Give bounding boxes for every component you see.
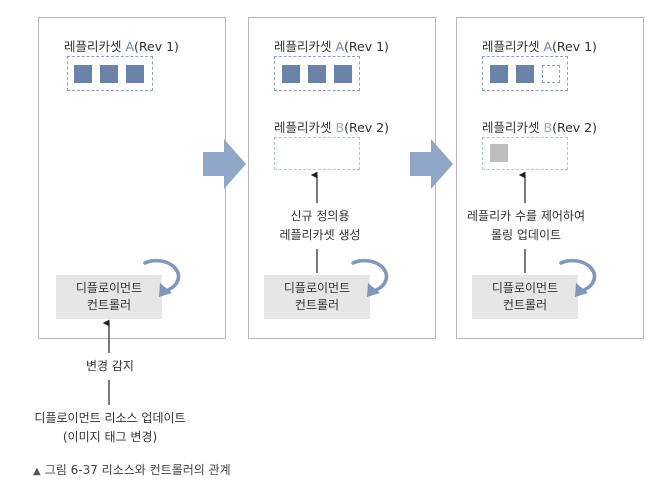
replicaset-a-box [67,56,153,91]
reconcile-loop-arrowhead-icon [367,283,380,297]
pod [100,65,118,83]
transition-arrow-icon [410,139,453,189]
replicaset-b-label: 레플리카셋 B(Rev 2) [274,120,389,135]
reconcile-loop-icon [351,258,389,292]
replicaset-b-box [482,137,568,170]
pod [516,65,534,83]
reconcile-loop-arrowhead-icon [159,283,172,297]
replicaset-a-box [274,56,360,91]
replicaset-a-label: 레플리카셋 A(Rev 1) [482,39,597,54]
resource-update-label: 디플로이먼트 리소스 업데이트(이미지 태그 변경) [34,411,186,444]
reconcile-loop-icon [143,258,181,292]
figure-caption: ▲그림 6-37 리소스와 컨트롤러의 관계 [33,463,231,477]
triangle-marker-icon: ▲ [33,466,41,477]
new-pod [490,144,508,162]
removed-pod-slot [542,65,560,83]
replicaset-a-box [482,56,568,91]
transition-arrow-icon [203,139,246,189]
pod [490,65,508,83]
replicaset-a-label: 레플리카셋 A(Rev 1) [274,39,389,54]
pod [126,65,144,83]
pod [334,65,352,83]
replicaset-b-label: 레플리카셋 B(Rev 2) [482,120,597,135]
pod [308,65,326,83]
pod [282,65,300,83]
replicaset-b-box [274,137,360,170]
reconcile-loop-arrowhead-icon [575,283,588,297]
pod [74,65,92,83]
replicaset-a-label: 레플리카셋 A(Rev 1) [64,39,179,54]
reconcile-loop-icon [559,258,597,292]
change-detect-label: 변경 감지 [86,359,134,373]
